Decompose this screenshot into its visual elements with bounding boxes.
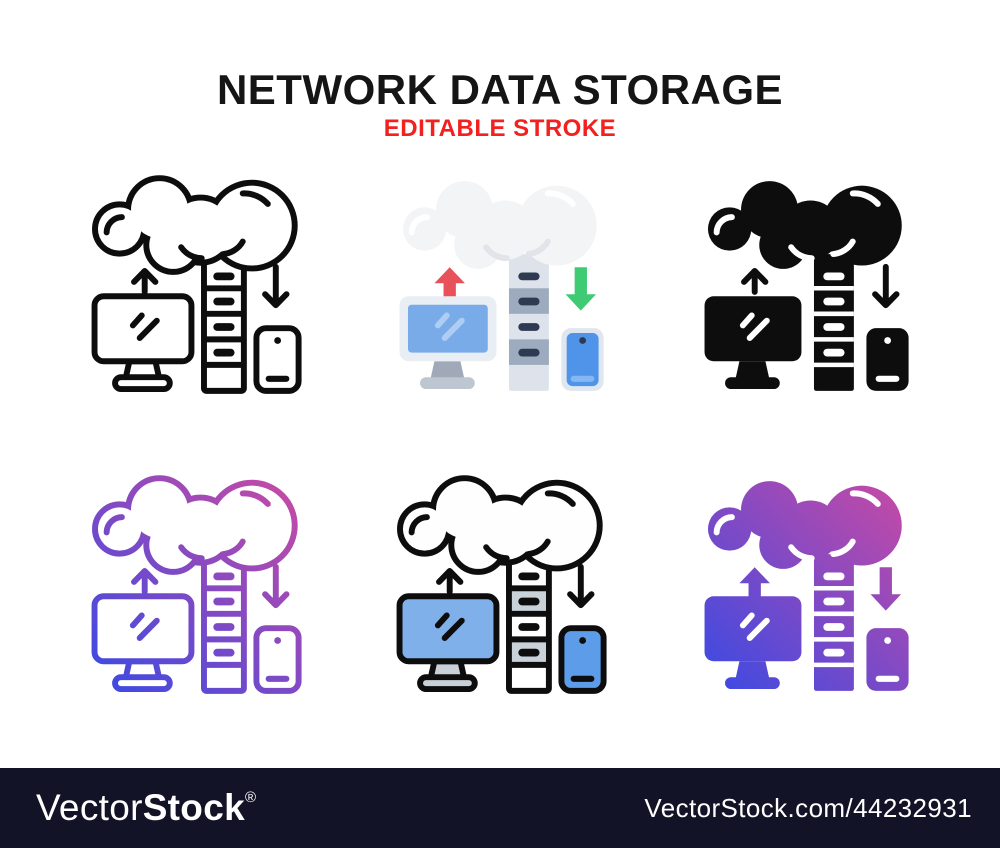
smartphone-shape — [561, 328, 604, 391]
vectorstock-logo: VectorStock® — [36, 787, 256, 829]
download-arrow-icon — [872, 263, 900, 309]
upload-arrow-icon — [436, 567, 464, 595]
cloud-shape — [707, 181, 902, 269]
cloud-shape — [707, 481, 902, 569]
icon-cell-glyph — [692, 172, 920, 400]
server-rack-shape — [506, 551, 552, 694]
cloud-shape — [397, 475, 603, 575]
icon-cell-flat — [387, 172, 615, 400]
header: NETWORK DATA STORAGE EDITABLE STROKE — [0, 0, 1000, 141]
monitor-shape — [396, 593, 500, 693]
icon-cell-flat-gradient — [692, 472, 920, 700]
icon-cell-filled-outline — [387, 472, 615, 700]
upload-arrow-icon — [434, 267, 465, 297]
smartphone-shape — [253, 325, 302, 394]
registered-mark-icon: ® — [244, 789, 257, 806]
page-subtitle: EDITABLE STROKE — [383, 115, 617, 143]
page-title: NETWORK DATA STORAGE — [216, 66, 784, 113]
monitor-shape — [91, 293, 195, 393]
server-rack-shape — [813, 254, 854, 391]
network-data-storage-icon-gradient-outline — [91, 475, 302, 694]
brand-bold: Stock — [142, 787, 245, 828]
download-arrow-icon — [567, 563, 595, 609]
brand-regular: Vector — [36, 787, 143, 828]
server-rack-shape — [813, 554, 854, 691]
smartphone-shape — [866, 628, 909, 691]
watermark-bar: VectorStock® VectorStock.com/44232931 — [0, 768, 1000, 848]
cloud-shape — [402, 181, 597, 269]
upload-arrow-icon — [131, 267, 159, 295]
monitor-shape — [91, 593, 195, 693]
upload-arrow-icon — [739, 567, 770, 597]
icon-cell-outline — [82, 172, 310, 400]
network-data-storage-icon-filled-outline — [396, 475, 607, 694]
download-arrow-icon — [262, 263, 290, 309]
upload-arrow-icon — [741, 267, 769, 295]
smartphone-shape — [558, 625, 607, 694]
smartphone-shape — [866, 328, 909, 391]
network-data-storage-icon-flat-gradient — [704, 481, 909, 691]
download-arrow-icon — [262, 563, 290, 609]
server-rack-shape — [201, 251, 247, 394]
server-rack-shape — [201, 551, 247, 694]
server-rack-shape — [508, 254, 549, 391]
attribution-url: VectorStock.com/44232931 — [644, 792, 972, 823]
monitor-shape — [704, 596, 802, 690]
cloud-shape — [92, 175, 298, 275]
download-arrow-icon — [870, 567, 902, 611]
download-arrow-icon — [565, 267, 597, 311]
icon-cell-gradient-outline — [82, 472, 310, 700]
monitor-shape — [704, 296, 802, 390]
network-data-storage-icon-flat — [399, 181, 604, 391]
smartphone-shape — [253, 625, 302, 694]
cloud-shape — [92, 475, 298, 575]
network-data-storage-icon-glyph — [704, 181, 909, 391]
upload-arrow-icon — [131, 567, 159, 595]
network-data-storage-icon-outline — [91, 175, 302, 394]
monitor-shape — [399, 296, 497, 390]
